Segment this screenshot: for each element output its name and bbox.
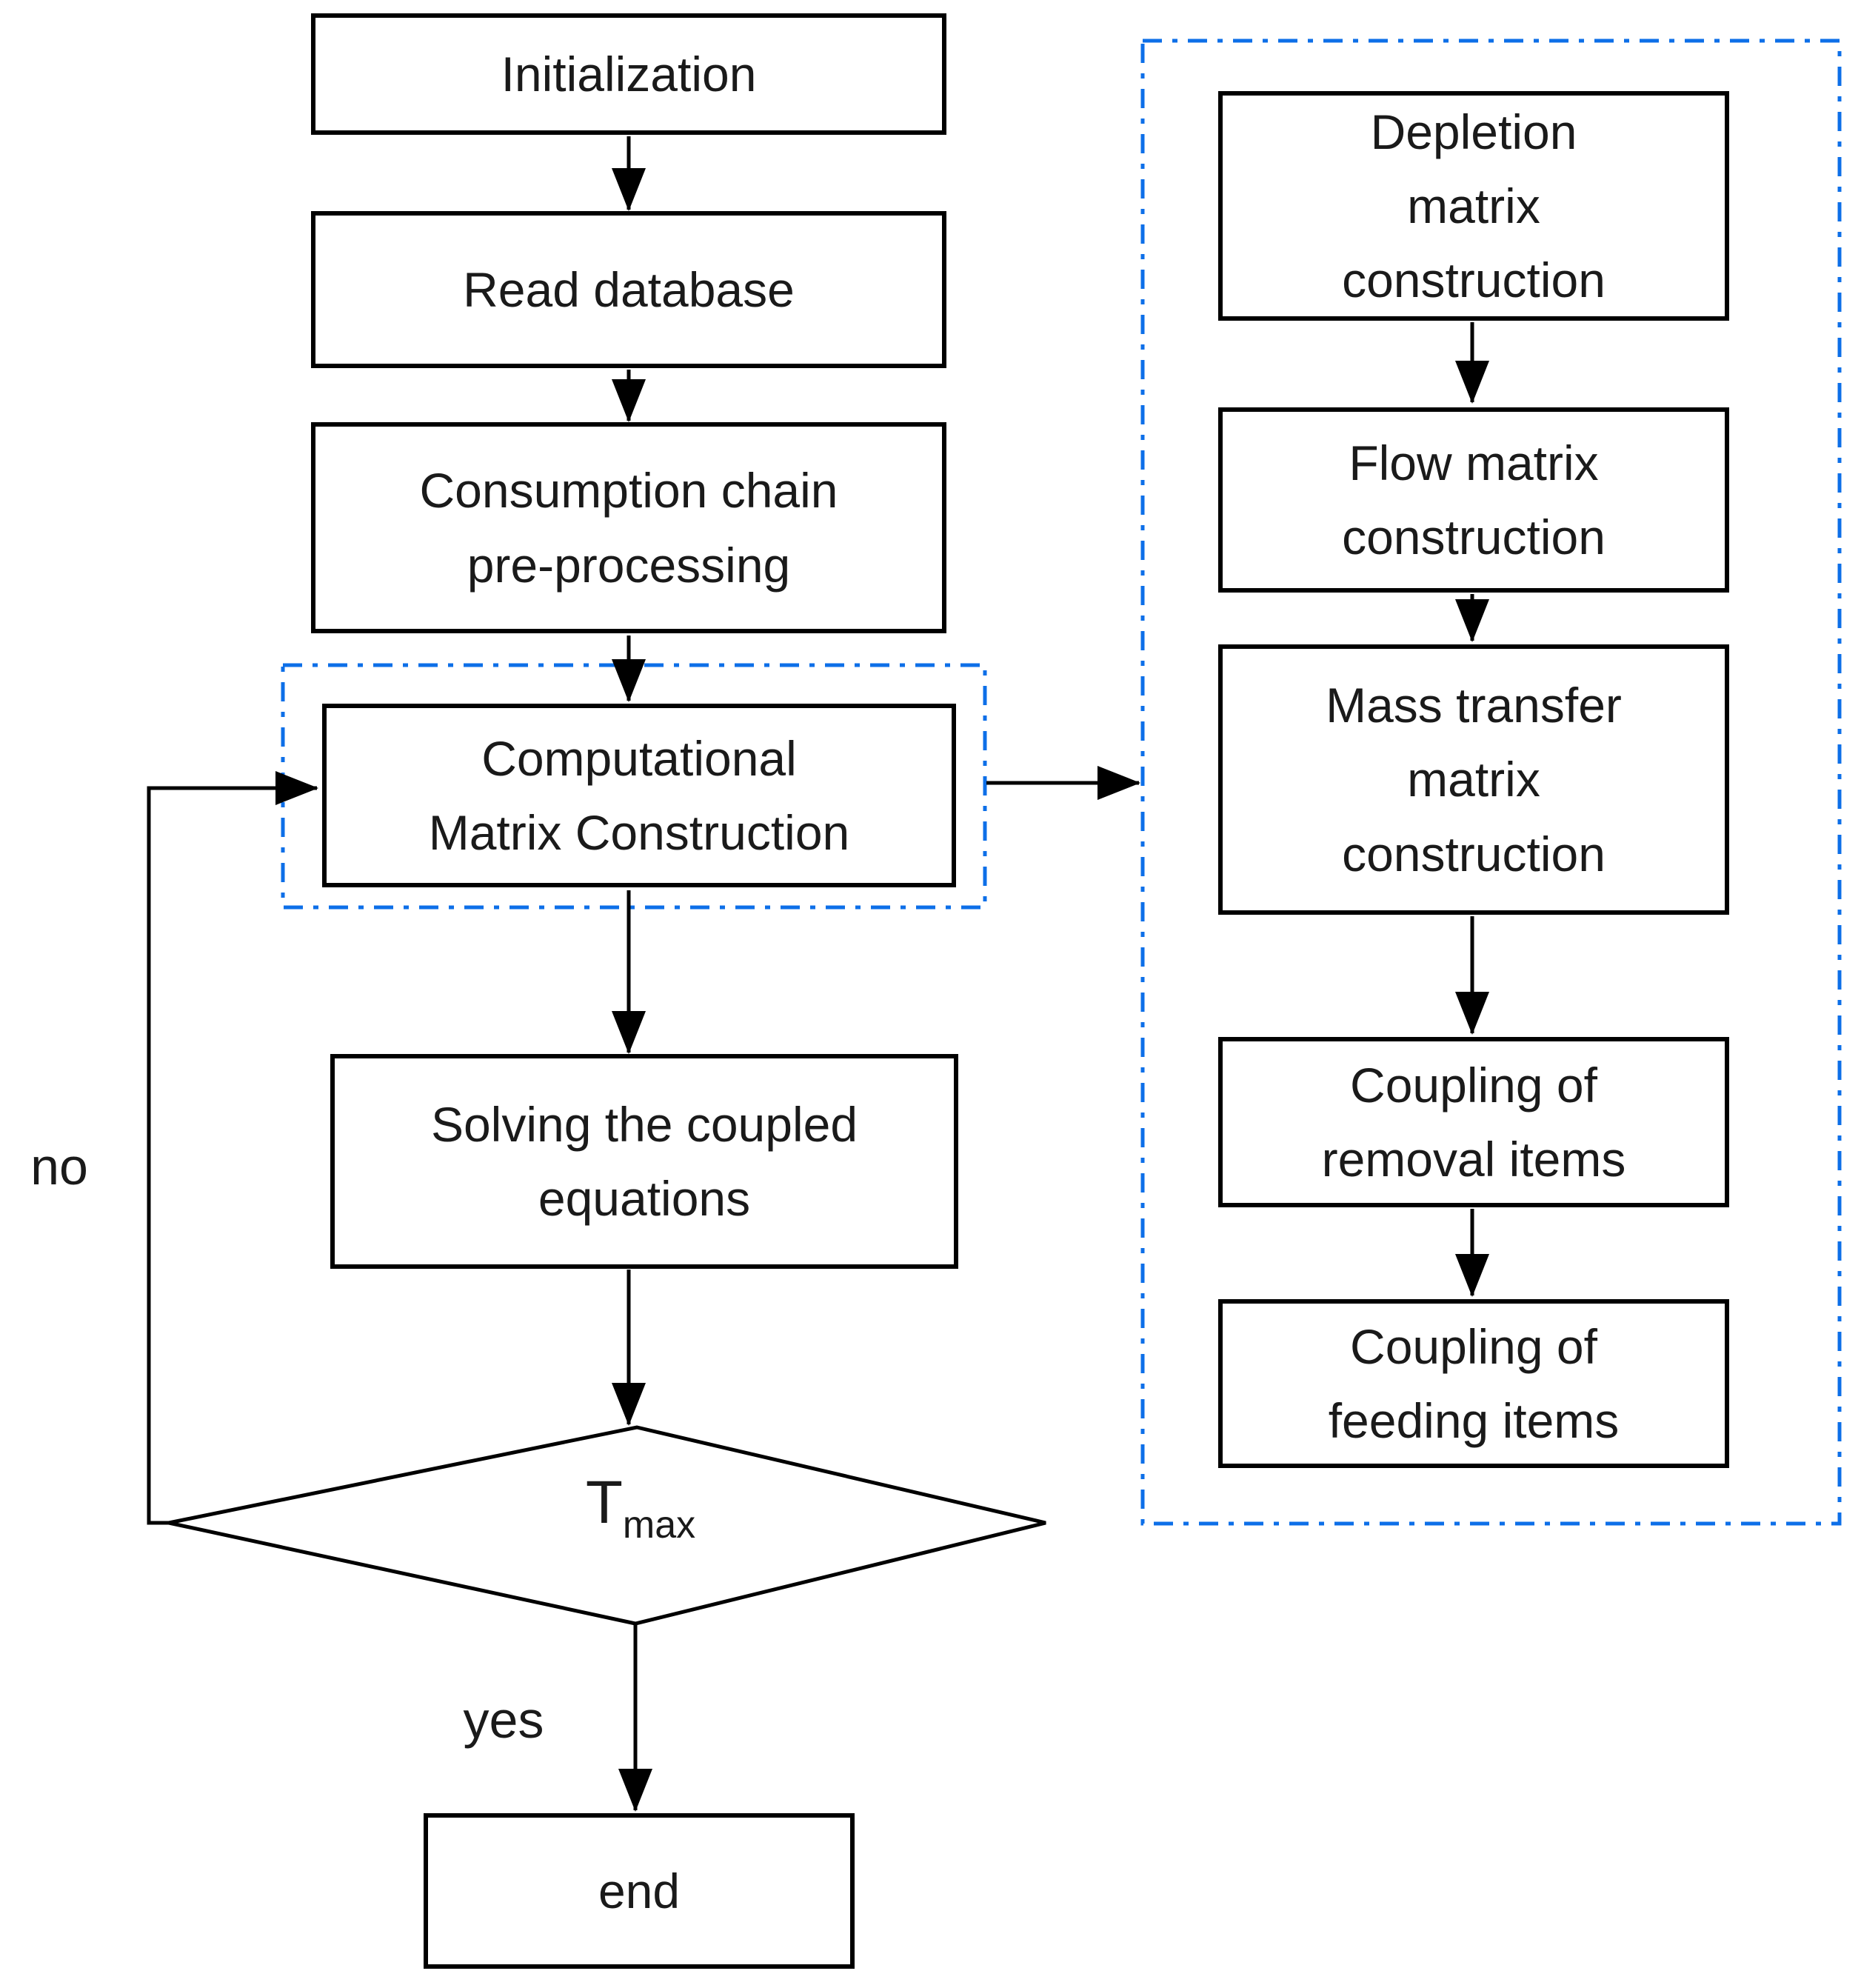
node-flow-matrix: Flow matrix construction: [1218, 407, 1729, 593]
node-solving-equations: Solving the coupled equations: [330, 1054, 958, 1269]
node-coupling-feeding: Coupling of feeding items: [1218, 1299, 1729, 1468]
decision-diamond: [168, 1425, 1046, 1626]
node-initialization: Initialization: [311, 13, 946, 135]
node-flow-matrix-label: Flow matrix construction: [1342, 435, 1606, 564]
node-coupling-feeding-label: Coupling of feeding items: [1328, 1318, 1620, 1448]
edge-label-yes: yes: [463, 1691, 544, 1749]
node-solving-equations-label: Solving the coupled equations: [430, 1096, 858, 1226]
matrix-construction-group-outline: [1140, 39, 1842, 1526]
node-read-database-label: Read database: [463, 261, 795, 317]
decision-symbol: T: [585, 1469, 623, 1536]
node-depletion-matrix: Depletion matrix construction: [1218, 91, 1729, 321]
node-coupling-removal: Coupling of removal items: [1218, 1037, 1729, 1207]
decision-subscript: max: [622, 1504, 696, 1547]
decision-label: Tmax: [548, 1468, 733, 1547]
node-read-database: Read database: [311, 211, 946, 368]
node-mass-transfer-matrix: Mass transfer matrix construction: [1218, 644, 1729, 915]
node-end: end: [424, 1813, 855, 1969]
node-computational-matrix: Computational Matrix Construction: [322, 704, 956, 887]
node-depletion-matrix-label: Depletion matrix construction: [1342, 104, 1606, 308]
node-consumption-chain: Consumption chain pre-processing: [311, 422, 946, 633]
node-consumption-chain-label: Consumption chain pre-processing: [419, 463, 838, 593]
node-initialization-label: Initialization: [501, 46, 757, 101]
edge-label-no: no: [30, 1138, 88, 1195]
node-mass-transfer-matrix-label: Mass transfer matrix construction: [1326, 678, 1622, 881]
node-coupling-removal-label: Coupling of removal items: [1321, 1057, 1626, 1187]
loop-connector-no: [147, 771, 318, 1525]
node-end-label: end: [598, 1863, 681, 1918]
node-computational-matrix-label: Computational Matrix Construction: [428, 730, 850, 860]
